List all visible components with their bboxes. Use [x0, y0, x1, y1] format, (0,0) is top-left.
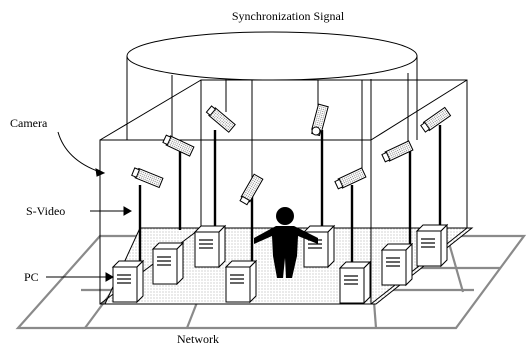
pc-tower-icon [416, 224, 448, 267]
pc-tower-icon [381, 243, 413, 286]
camera-icon [130, 166, 164, 189]
camera-icon [205, 104, 236, 133]
camera-poles [138, 125, 442, 272]
pc-tower-icon [303, 225, 335, 268]
pc-tower-icon [225, 260, 257, 303]
camera-label: Camera [10, 116, 48, 130]
camera-icon [419, 106, 452, 134]
sync-ring [126, 31, 418, 140]
sync-cables [171, 73, 409, 180]
camera-icon [380, 140, 414, 164]
pc-tower-icon [112, 260, 144, 303]
sync-signal-label: Synchronization Signal [232, 9, 345, 23]
camera-lens-icon [311, 126, 321, 136]
network-label: Network [177, 332, 219, 346]
svideo-label: S-Video [26, 204, 65, 218]
pc-tower-icon [339, 261, 371, 304]
person-icon [254, 207, 318, 278]
camera-icon [161, 133, 195, 157]
pc-tower-icon [194, 225, 226, 268]
pc-tower-icon [152, 242, 184, 285]
camera-icon [238, 173, 264, 206]
pc-label: PC [24, 270, 39, 284]
label-arrows [46, 131, 133, 282]
camera-icon [333, 167, 367, 191]
